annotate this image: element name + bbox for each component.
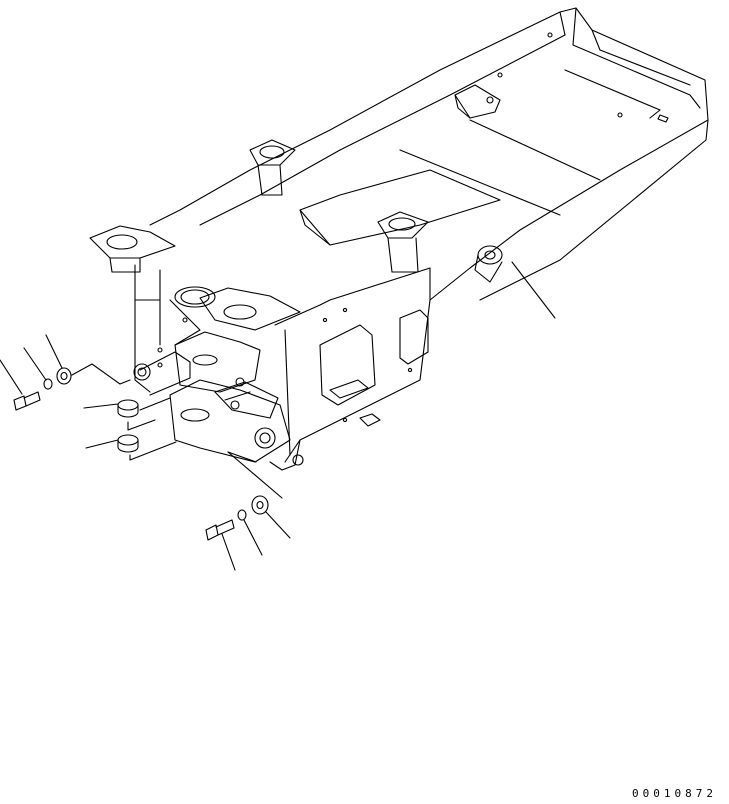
cab-mount-rear xyxy=(250,140,295,195)
cab-mount-front-left xyxy=(90,226,175,272)
drawing-id-number: 00010872 xyxy=(632,787,717,800)
upper-bushing xyxy=(118,398,170,430)
callout-leaders xyxy=(0,262,555,570)
lower-bushing xyxy=(118,435,176,460)
cab-mount-front-right xyxy=(181,288,300,330)
cab-mount-middle xyxy=(378,212,428,272)
upper-bolt-set xyxy=(14,364,130,410)
front-frame xyxy=(134,265,430,470)
pin-boss-right xyxy=(475,246,502,282)
lower-bolt-set xyxy=(206,452,282,540)
rear-frame xyxy=(150,8,708,300)
